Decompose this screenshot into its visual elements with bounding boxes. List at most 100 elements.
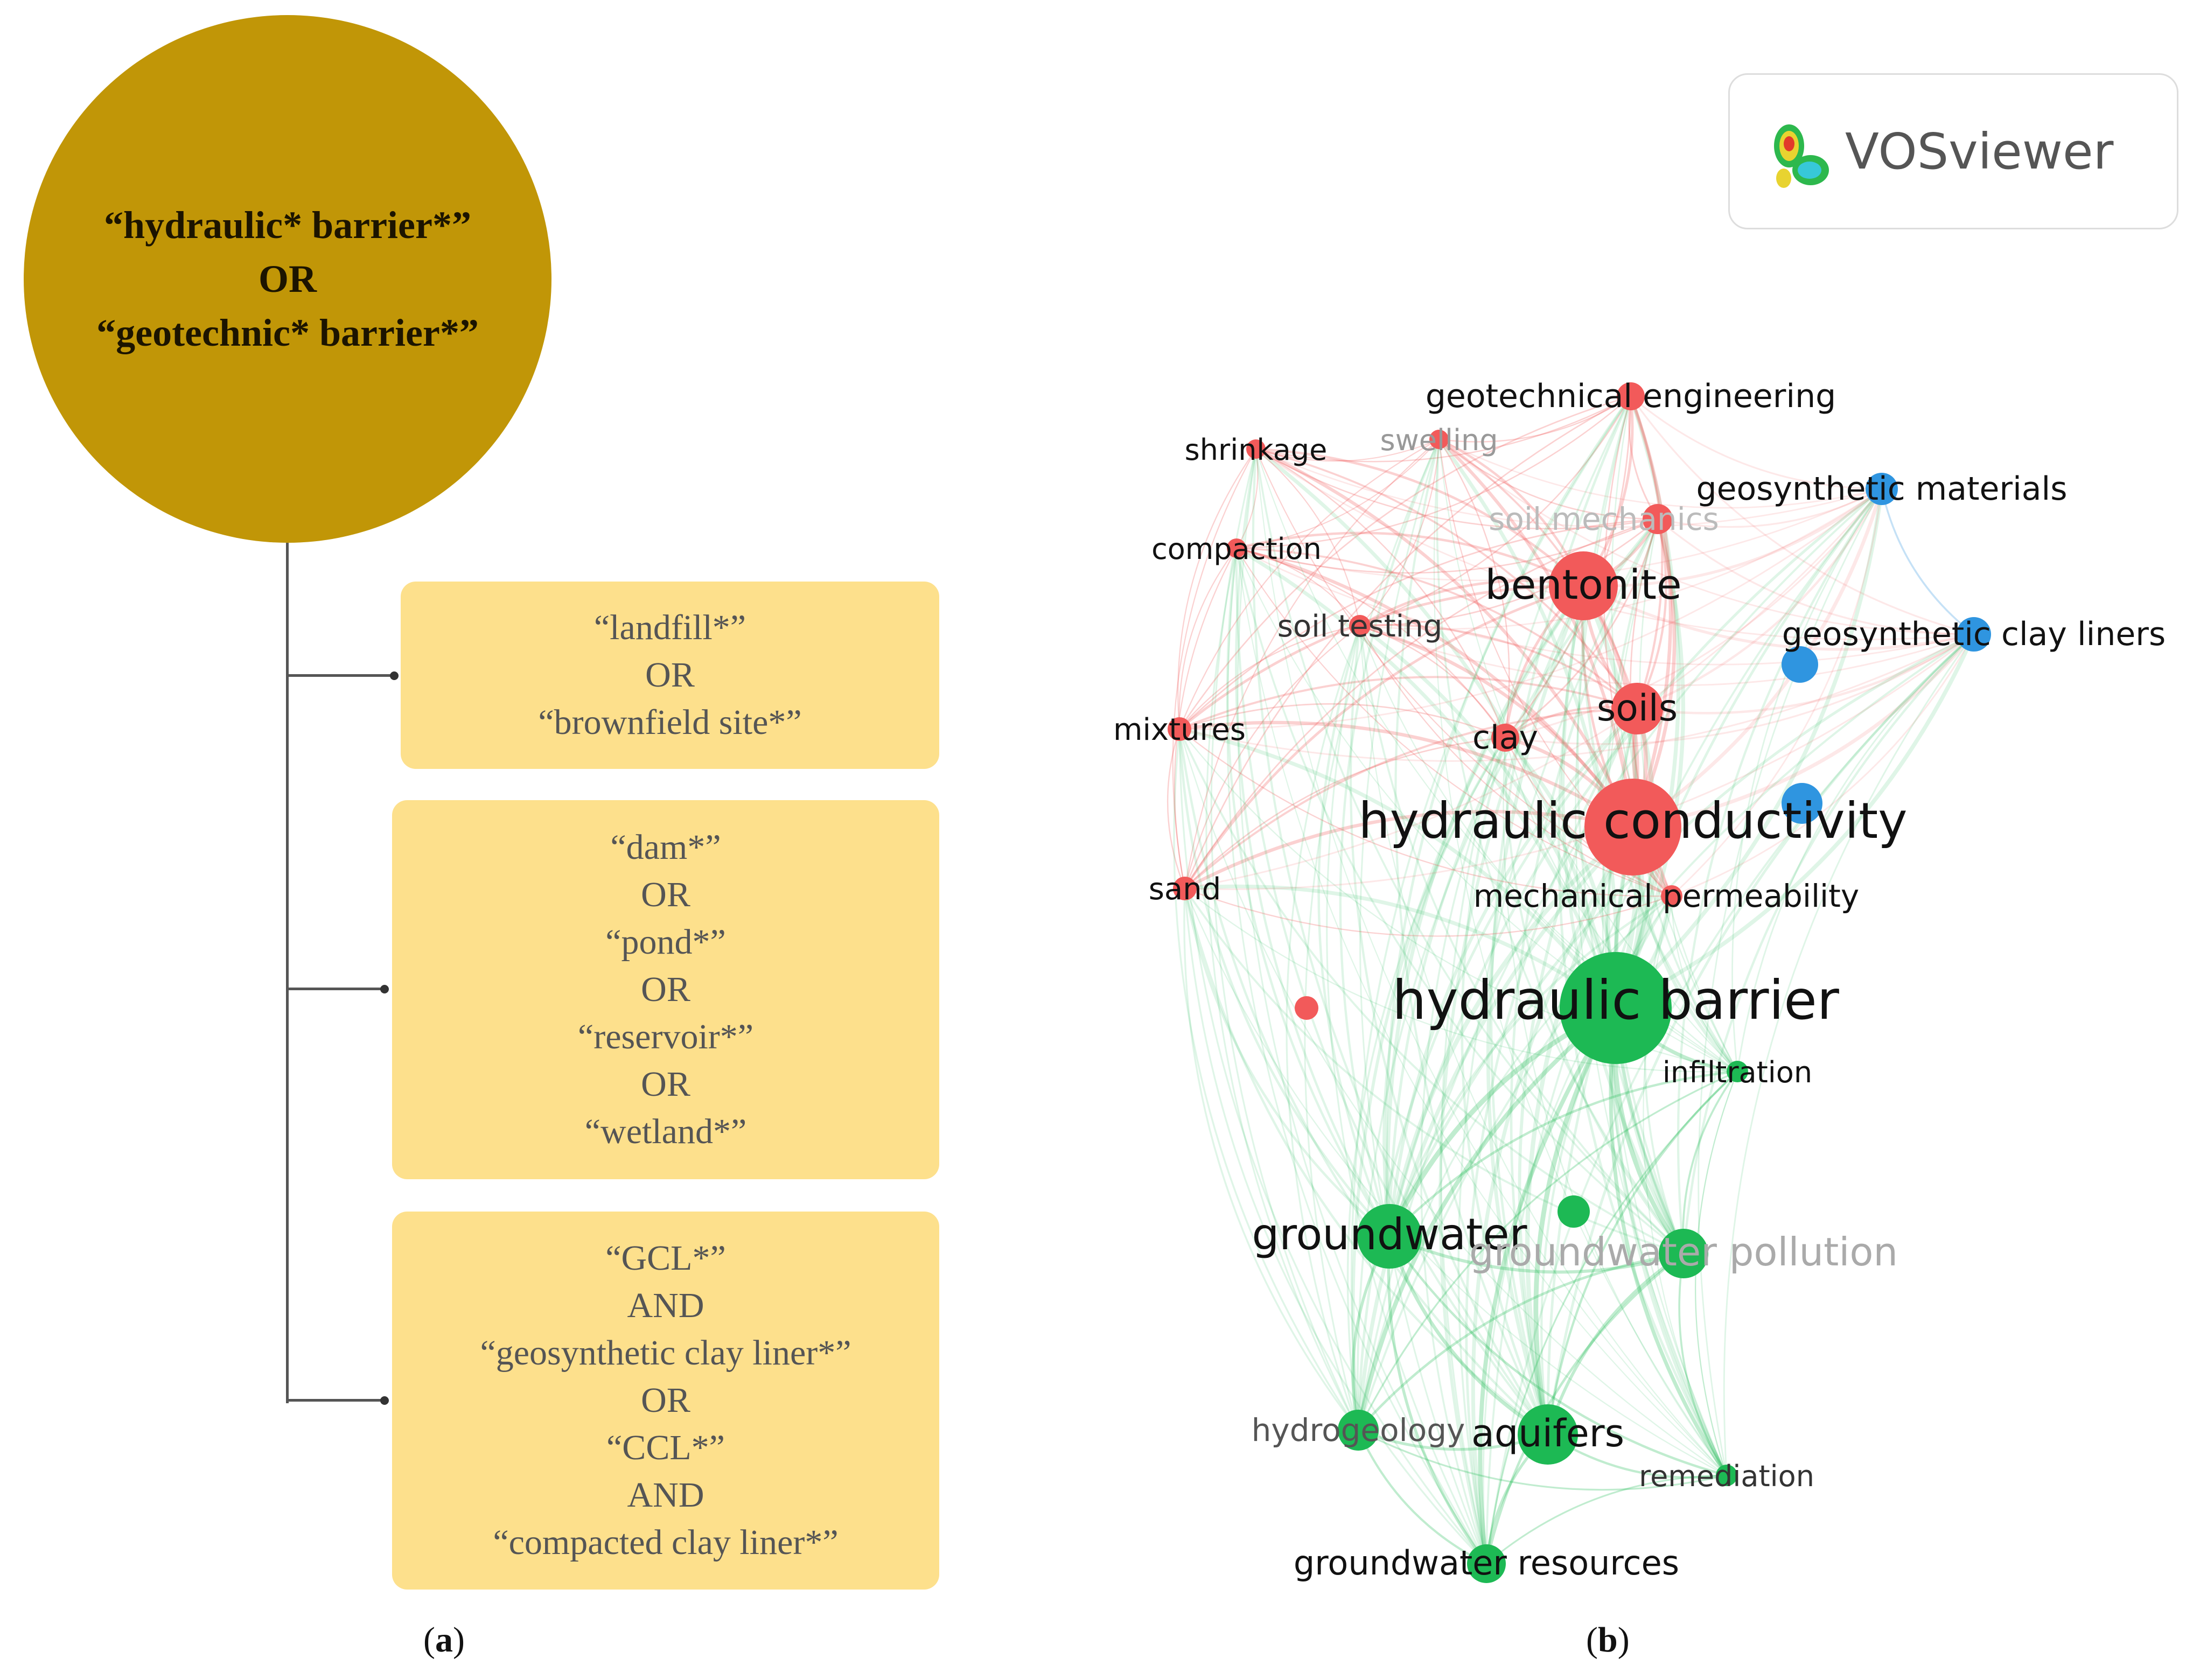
network-edge (1184, 708, 1638, 890)
network-edge (1583, 487, 1883, 588)
network-edge (1357, 708, 1638, 1431)
network-edge (1433, 439, 1727, 1476)
network-edge (1486, 1474, 1727, 1565)
network-edge (1359, 518, 1658, 627)
network-node-soil-testing (1349, 615, 1371, 636)
network-node-groundwater-pollution (1659, 1229, 1708, 1278)
network-node-clay (1491, 724, 1519, 752)
network-label-hydrogeology: hydrogeology (1252, 1412, 1465, 1448)
network-label-soil-testing: soil testing (1277, 609, 1443, 644)
network-edge (1356, 1006, 1617, 1431)
caption-b-letter: b (1597, 1620, 1618, 1660)
network-node-hydraulic-conductivity (1584, 779, 1681, 876)
query-box-liners: “GCL*” AND “geosynthetic clay liner*” OR… (392, 1212, 939, 1590)
network-edge (1546, 1070, 1738, 1435)
network-edge (1357, 1070, 1738, 1431)
network-edge (1178, 729, 1549, 1436)
query-term: “compacted clay liner*” (493, 1523, 839, 1562)
network-edge (1438, 438, 1974, 635)
network-edge (1637, 633, 1975, 715)
network-edge (1671, 895, 1738, 1072)
network-edge (1184, 625, 1360, 889)
network-edge (1255, 449, 1361, 626)
network-edge (1438, 439, 1658, 520)
network-edge (1184, 887, 1672, 937)
network-edge (1254, 447, 1618, 1009)
network-edge (1174, 548, 1237, 889)
root-line-1: “hydraulic* barrier*” (104, 204, 471, 247)
network-edge (1179, 488, 1882, 730)
caption-b: (b) (1586, 1620, 1630, 1660)
network-edge (1179, 727, 1617, 1010)
vosviewer-logo: VOSviewer (1728, 73, 2178, 229)
query-operator: OR (641, 1381, 690, 1420)
network-node-groundwater (1357, 1204, 1422, 1269)
network-edge (1359, 625, 1506, 738)
network-edge (1677, 488, 1883, 1254)
network-edge (1465, 708, 1639, 1564)
network-edge (1350, 395, 1632, 1431)
network-edge (1632, 633, 1975, 829)
caption-a-letter: a (435, 1620, 453, 1660)
network-edge (1525, 826, 1635, 1435)
network-label-groundwater-resources: groundwater resources (1294, 1543, 1679, 1583)
branch-dot-1 (390, 671, 399, 680)
network-label-compaction: compaction (1151, 532, 1322, 566)
query-term: “CCL*” (606, 1428, 725, 1467)
network-edge (1657, 518, 1974, 635)
network-edge (1386, 584, 1585, 1237)
network-edge (1177, 449, 1256, 730)
network-edge (1173, 729, 1359, 1431)
network-edge (1609, 1007, 1728, 1476)
query-operator: AND (627, 1475, 704, 1515)
network-node-remediation (1716, 1465, 1737, 1486)
network-edge (1205, 548, 1359, 1431)
network-label-clay: clay (1472, 719, 1538, 757)
network-edge (1359, 625, 1974, 687)
network-edge (1255, 448, 1882, 528)
network-node-groundwater-resources (1467, 1544, 1506, 1583)
network-edge (1614, 395, 1681, 1009)
network-label-sand: sand (1149, 872, 1221, 907)
network-edge (1235, 548, 1727, 1476)
network-label-remediation: remediation (1639, 1459, 1814, 1493)
network-edge (1236, 449, 1259, 549)
network-edge (1346, 737, 1506, 1431)
network-label-geosynthetic-materials: geosynthetic materials (1696, 470, 2068, 508)
network-node-geotechnical-engineering (1617, 382, 1645, 410)
network-edge (1632, 488, 1884, 829)
network-edge (1881, 488, 1975, 635)
network-node-hydraulic-barrier (1560, 952, 1672, 1064)
network-node-aquifers (1518, 1404, 1578, 1465)
query-term: “brownfield site*” (538, 703, 802, 742)
query-operator: OR (641, 970, 690, 1009)
network-edge (1255, 447, 1584, 587)
network-edge (1236, 547, 1974, 666)
network-edge (1178, 729, 1487, 1565)
network-edge (1576, 396, 1685, 1254)
network-edge (1388, 895, 1673, 1237)
network-edge (1184, 810, 1633, 890)
network-edge (1351, 585, 1585, 1431)
network-edge (1172, 449, 1256, 889)
network-edge (1382, 737, 1507, 1237)
network-edge (1485, 1070, 1738, 1564)
search-query-tree: “hydraulic* barrier*” OR “geotechnic* ba… (0, 0, 969, 1680)
network-edge (1236, 547, 1638, 710)
network-edge (1388, 1235, 1684, 1274)
network-label-swelling: swelling (1380, 423, 1498, 457)
network-edge (1388, 707, 1639, 1237)
network-edge (1255, 448, 1506, 738)
network-edge (1615, 633, 1976, 1010)
network-edge (1183, 888, 1391, 1237)
network-edge (1486, 585, 1586, 1435)
network-edge (1438, 438, 1638, 709)
vosviewer-heatmap-icon (1774, 124, 1829, 188)
network-label-soil-mechanics: soil mechanics (1489, 501, 1719, 537)
network-edge (1394, 439, 1549, 1435)
network-edge (1235, 548, 1685, 1255)
network-edge (1178, 729, 1684, 1255)
network-edge (1629, 395, 1673, 828)
